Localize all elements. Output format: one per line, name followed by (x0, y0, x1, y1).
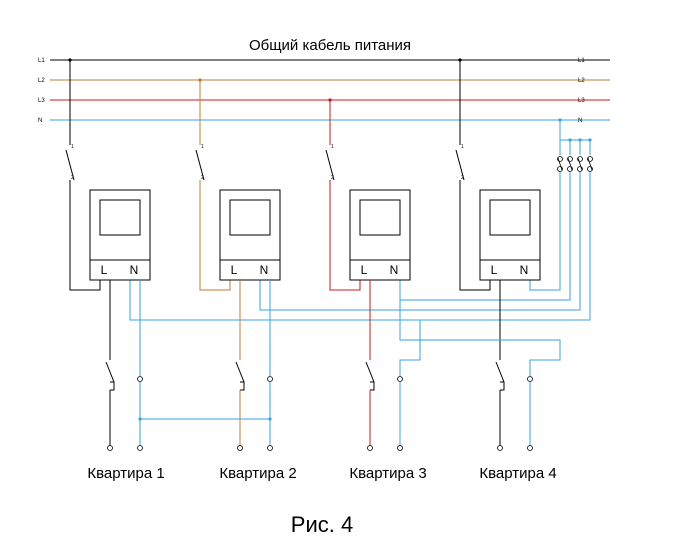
feed-wire-1 (69, 180, 101, 291)
meter-display (229, 199, 271, 236)
bus-label-left-l3: L3 (38, 98, 45, 104)
power-buses: L1 L2 L3 N L1 L2 L3 N (38, 58, 610, 124)
fuse-symbol (587, 140, 593, 172)
apt1-terminal-l (107, 445, 113, 451)
meter-terminal-n: N (520, 263, 529, 277)
input-breakers: 1 2 1 2 1 2 1 2 (65, 58, 491, 291)
switch-mark-top: 1 (331, 144, 334, 150)
neutral-feed-meter-1 (129, 172, 591, 321)
apartment-feeds (105, 280, 561, 451)
bus-label-left-l2: L2 (38, 78, 45, 84)
meter-terminal-l: L (101, 263, 108, 277)
switch-mark-top: 1 (461, 144, 464, 150)
bus-label-right-l3: L3 (578, 98, 585, 104)
apt3-breaker (365, 361, 375, 383)
apt4-breaker (495, 361, 505, 383)
apt1-neutral-fuse (137, 376, 143, 382)
apt4-neutral-wire (399, 300, 561, 376)
switch-mark-bottom: 2 (201, 175, 204, 181)
apt2-terminal-l (237, 445, 243, 451)
apt2-terminal-n (267, 445, 273, 451)
bus-label-right-l2: L2 (578, 78, 585, 84)
electricity-meters: L N L N L N L N (89, 189, 541, 281)
breaker-contact-4 (455, 149, 465, 181)
diagram-title: Общий кабель питания (249, 37, 411, 54)
meter-3: L N (349, 189, 411, 281)
junction-dot (138, 417, 142, 421)
apartment-label-1: Квартира 1 (87, 465, 164, 482)
bus-label-left-l1: L1 (38, 58, 45, 64)
feed-wire-3 (329, 180, 361, 291)
breaker-contact-2 (195, 149, 205, 181)
meter-display (359, 199, 401, 236)
apt4-terminal-n (527, 445, 533, 451)
apt3-breaker-hook (370, 381, 375, 391)
meter-terminal-l: L (361, 263, 368, 277)
switch-mark-bottom: 2 (71, 175, 74, 181)
bus-label-right-n: N (578, 118, 582, 124)
switch-mark-top: 1 (71, 144, 74, 150)
bus-label-right-l1: L1 (578, 58, 585, 64)
meter-terminal-l: L (231, 263, 238, 277)
meter-2: L N (219, 189, 281, 281)
feed-wire-2 (199, 180, 231, 291)
apt2-breaker (235, 361, 245, 383)
breaker-contact-1 (65, 149, 75, 181)
neutral-feed-meter-4 (529, 172, 561, 291)
switch-mark-top: 1 (201, 144, 204, 150)
apt3-terminal-l (367, 445, 373, 451)
apartment-label-2: Квартира 2 (219, 465, 296, 482)
switch-mark-bottom: 2 (331, 175, 334, 181)
fuse-symbol (577, 140, 583, 172)
apt1-breaker (105, 361, 115, 383)
fuse-symbol (557, 140, 563, 172)
neutral-feed-meter-2 (259, 172, 581, 311)
apt2-breaker-hook (240, 381, 245, 391)
neutral-fuse-block (129, 118, 593, 321)
figure-caption: Рис. 4 (291, 512, 353, 537)
apt3-neutral-wire (399, 320, 421, 376)
meter-terminal-l: L (491, 263, 498, 277)
meter-display (489, 199, 531, 236)
feed-wire-4 (459, 180, 491, 291)
meter-terminal-n: N (390, 263, 399, 277)
meter-terminal-n: N (260, 263, 269, 277)
neutral-distribution-wire (559, 120, 590, 141)
fuse-symbol (567, 140, 573, 172)
apartment-label-4: Квартира 4 (479, 465, 556, 482)
meter-1: L N (89, 189, 151, 281)
apt4-breaker-hook (500, 381, 505, 391)
neutral-feed-meter-3 (399, 172, 571, 301)
apt4-neutral-fuse (527, 376, 533, 382)
apt1-breaker-hook (110, 381, 115, 391)
apt3-terminal-n (397, 445, 403, 451)
meter-display (99, 199, 141, 236)
apt2-neutral-fuse (267, 376, 273, 382)
bus-label-left-n: N (38, 118, 42, 124)
apt4-terminal-l (497, 445, 503, 451)
apartment-label-3: Квартира 3 (349, 465, 426, 482)
meter-4: L N (479, 189, 541, 281)
apt3-neutral-fuse (397, 376, 403, 382)
apt1-terminal-n (137, 445, 143, 451)
meter-terminal-n: N (130, 263, 139, 277)
junction-dot (268, 417, 272, 421)
breaker-contact-3 (325, 149, 335, 181)
switch-mark-bottom: 2 (461, 175, 464, 181)
